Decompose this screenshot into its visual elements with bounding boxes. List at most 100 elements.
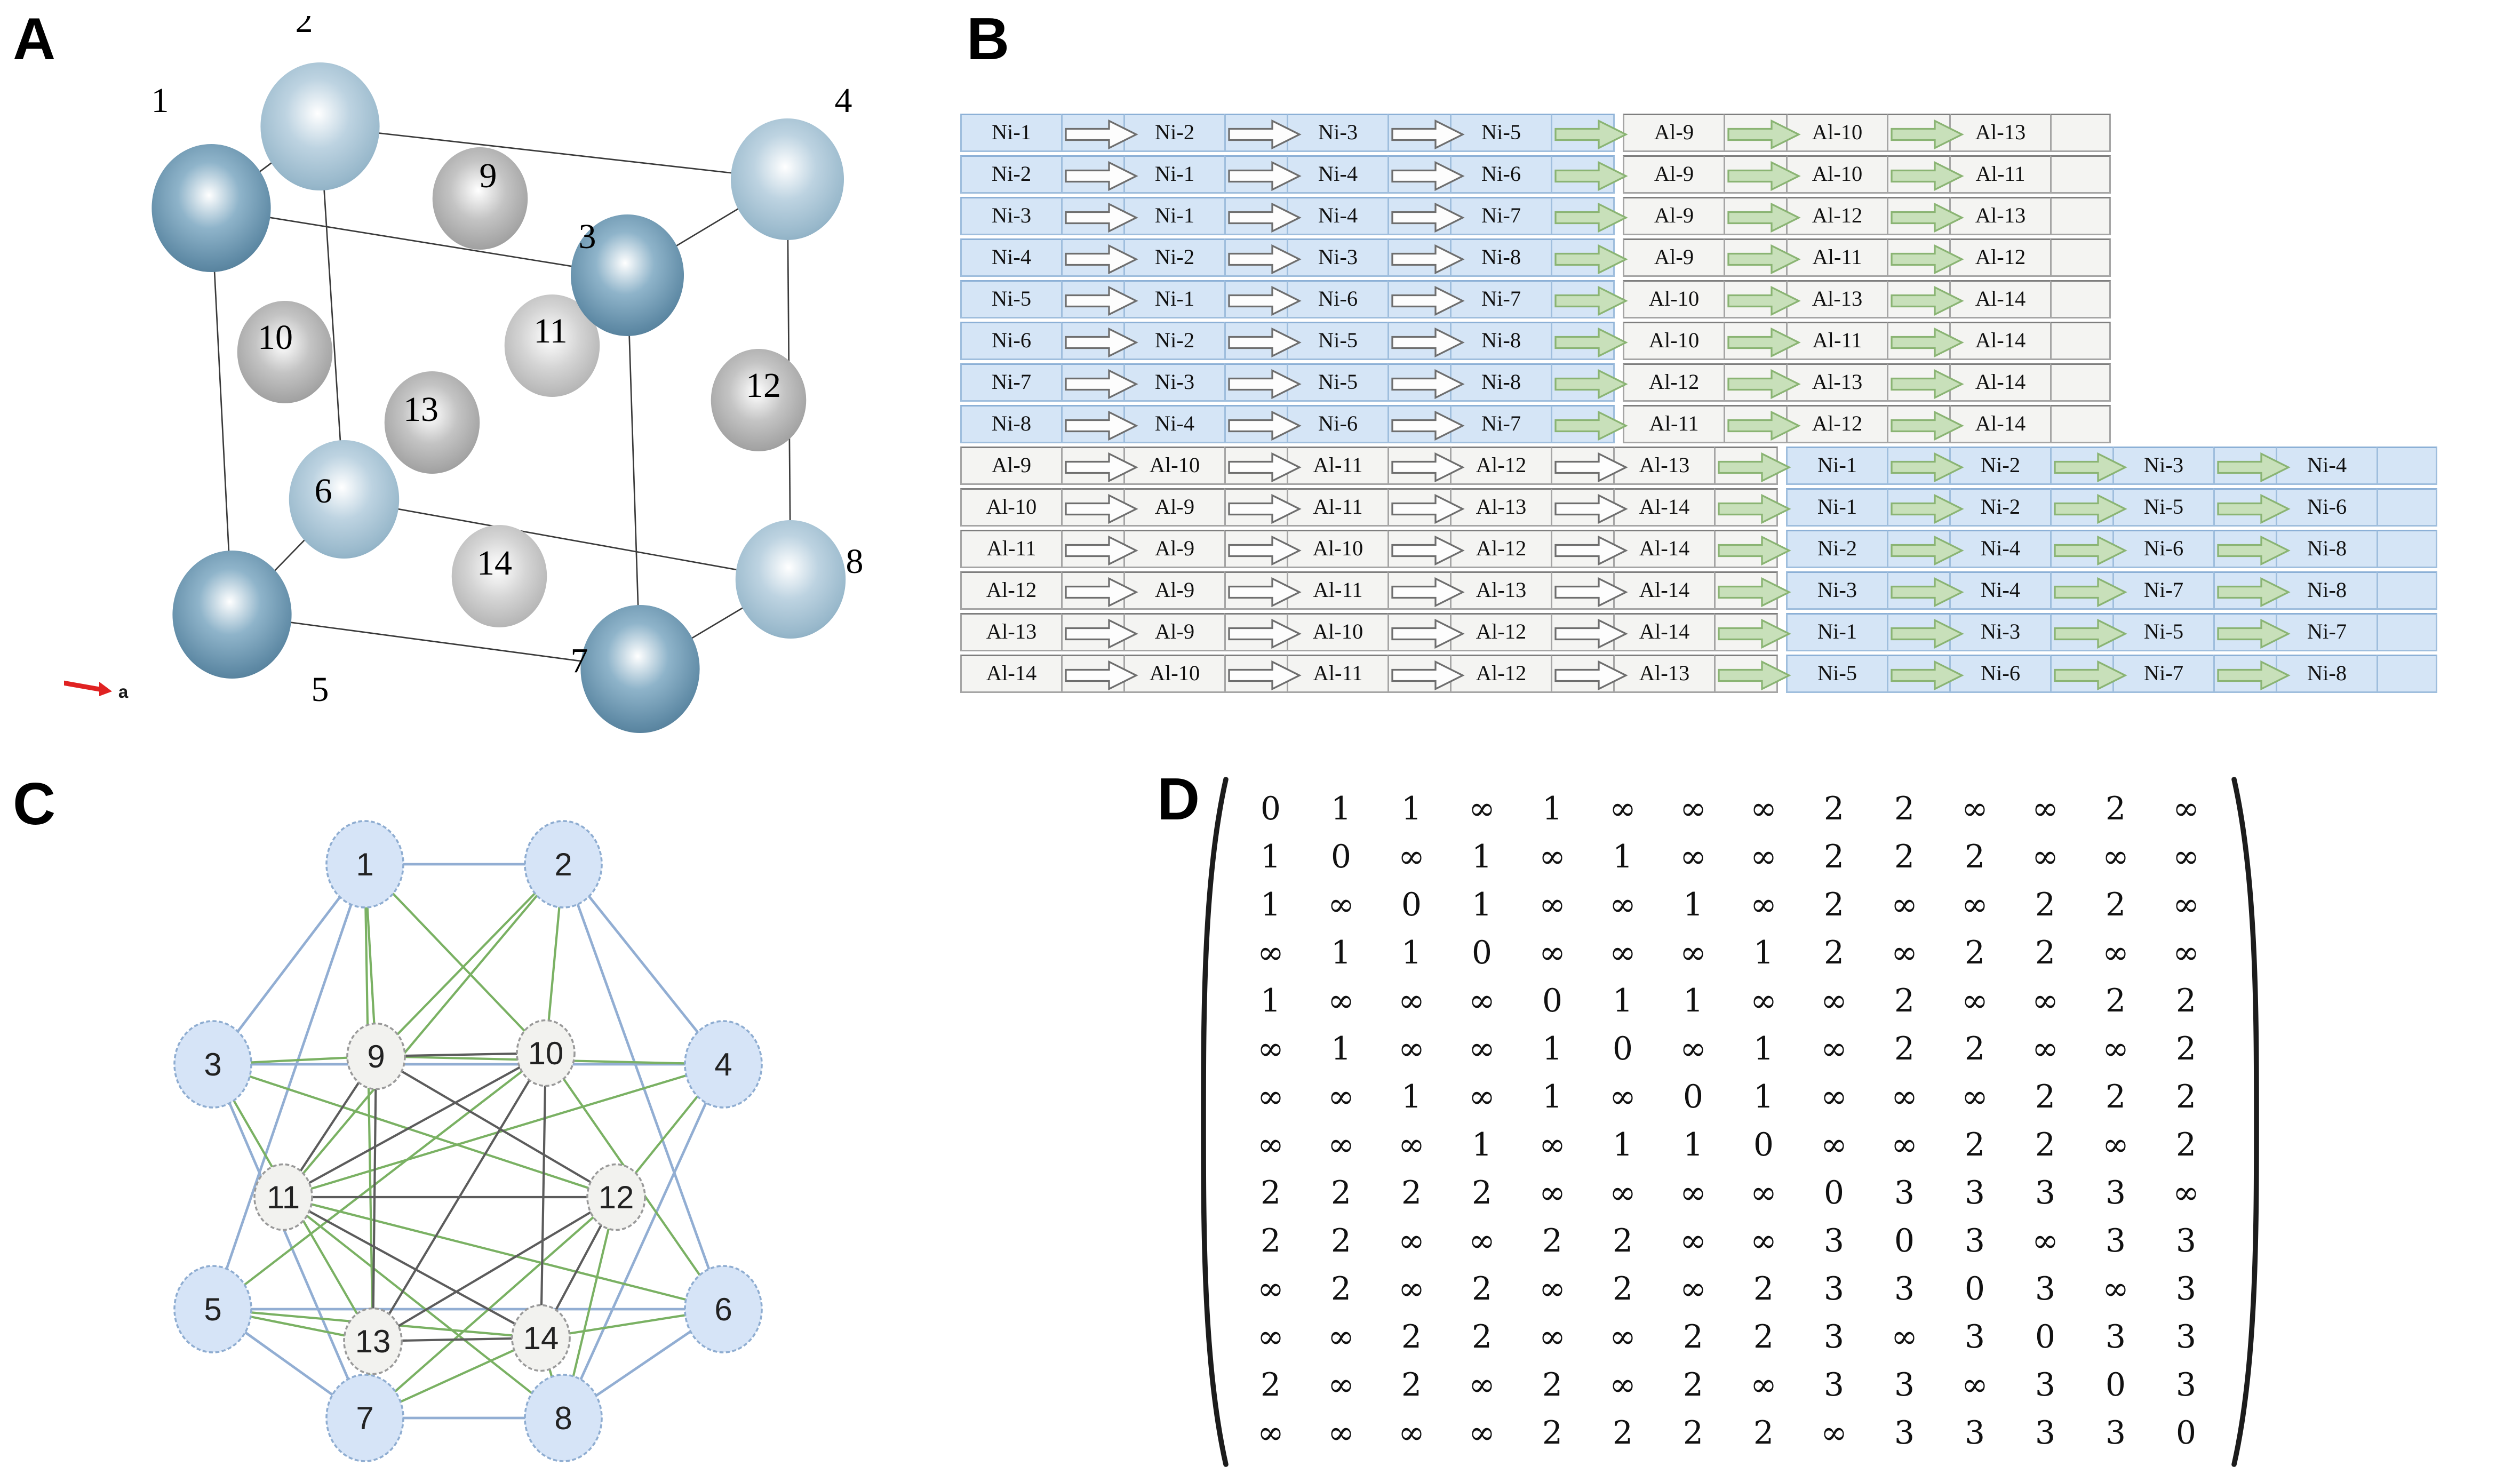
- matrix-cell: 3: [1964, 1173, 1985, 1212]
- b-cell: Ni-7: [1450, 405, 1552, 443]
- matrix-cell: ∞: [1961, 885, 1988, 923]
- matrix-cell: ∞: [1609, 1317, 1636, 1356]
- matrix-cell: ∞: [2172, 885, 2199, 923]
- matrix-cell: 1: [1260, 981, 1281, 1019]
- matrix-cell: ∞: [1468, 1221, 1495, 1260]
- matrix-cell: 2: [1964, 1125, 1985, 1164]
- atom-sphere: [711, 349, 807, 451]
- b-arrow-cell: [1887, 155, 1964, 194]
- graph-edge: [539, 1053, 547, 1338]
- matrix-cell: ∞: [1609, 885, 1636, 923]
- b-cell: Ni-2: [1949, 447, 2052, 485]
- arrow-right-icon: [1228, 327, 1302, 358]
- graph-node-label: 10: [528, 1035, 564, 1071]
- arrow-right-icon: [1065, 452, 1138, 483]
- b-trailing-cell: [2050, 114, 2111, 152]
- matrix-cell: 3: [2105, 1221, 2126, 1260]
- matrix-cell: 0: [2035, 1317, 2056, 1356]
- graph-node-label: 3: [204, 1047, 221, 1082]
- b-cell: Ni-5: [1287, 322, 1389, 360]
- matrix-cell: 3: [2105, 1413, 2126, 1452]
- graph-edge: [283, 1196, 724, 1311]
- arrow-right-green-icon: [2217, 452, 2291, 483]
- graph-node: [173, 1020, 252, 1109]
- atom-sphere: [384, 371, 480, 474]
- b-arrow-cell: [1887, 655, 1964, 693]
- arrow-right-green-icon: [1891, 327, 1964, 358]
- matrix-cell: 3: [1964, 1317, 1985, 1356]
- arrow-right-icon: [1554, 618, 1628, 649]
- b-cell: Al-12: [960, 571, 1063, 610]
- b-arrow-cell: [1551, 447, 1628, 485]
- b-arrow-cell: [1387, 613, 1465, 651]
- b-trailing-cell: [2377, 655, 2437, 693]
- arrow-right-icon: [1554, 493, 1628, 524]
- b-cell: Al-9: [960, 447, 1063, 485]
- matrix-cell: ∞: [1327, 885, 1354, 923]
- arrow-right-green-icon: [1727, 119, 1801, 150]
- matrix-cell: 2: [2105, 885, 2126, 923]
- panel-c-label: C: [13, 771, 56, 837]
- matrix-cell: 2: [1401, 1173, 1422, 1212]
- arrow-right-icon: [1391, 119, 1465, 150]
- b-arrow-cell: [1224, 571, 1302, 610]
- b-arrow-cell: [1714, 447, 1791, 485]
- b-cell: Ni-5: [1287, 363, 1389, 402]
- b-arrow-cell: [1061, 655, 1138, 693]
- matrix-cell: ∞: [1891, 1125, 1918, 1164]
- b-cell: Ni-2: [1786, 530, 1888, 568]
- b-arrow-cell: [1387, 238, 1465, 277]
- bond-line: [210, 208, 233, 615]
- matrix-cell: ∞: [1257, 933, 1284, 971]
- graph-node: [511, 1304, 571, 1372]
- matrix-cell: ∞: [1891, 1317, 1918, 1356]
- b-arrow-cell: [1551, 613, 1628, 651]
- b-cell: Ni-3: [1123, 363, 1226, 402]
- arrow-right-green-icon: [1727, 369, 1801, 400]
- b-cell: Al-13: [960, 613, 1063, 651]
- b-arrow-cell: [1224, 363, 1302, 402]
- b-arrow-cell: [1724, 405, 1801, 443]
- b-cell: Al-12: [1949, 238, 2052, 277]
- atom-sphere: [172, 551, 292, 679]
- matrix-cell: ∞: [1679, 933, 1706, 971]
- graph-node: [684, 1265, 763, 1353]
- arrow-right-icon: [1065, 577, 1138, 608]
- b-trailing-cell: [2050, 197, 2111, 235]
- matrix-cell: 2: [1542, 1413, 1563, 1452]
- b-arrow-cell: [1887, 363, 1964, 402]
- matrix-cell: 0: [1964, 1269, 1985, 1308]
- matrix-cell: ∞: [1820, 1029, 1847, 1067]
- b-cell: Al-13: [1786, 280, 1888, 318]
- matrix-cell: 2: [1612, 1413, 1633, 1452]
- b-cell: Al-10: [1623, 322, 1725, 360]
- b-arrow-cell: [2050, 613, 2127, 651]
- b-cell: Al-9: [1123, 571, 1226, 610]
- b-arrow-cell: [1714, 571, 1791, 610]
- b-arrow-cell: [1551, 197, 1628, 235]
- matrix-cell: 3: [1823, 1365, 1845, 1404]
- arrow-right-icon: [1391, 493, 1465, 524]
- arrow-right-green-icon: [1891, 577, 1964, 608]
- matrix-cell: 1: [1471, 885, 1493, 923]
- matrix-cell: ∞: [2031, 981, 2059, 1019]
- matrix-cell: ∞: [2102, 837, 2129, 875]
- arrow-right-icon: [1065, 285, 1138, 316]
- matrix-cell: 2: [1753, 1269, 1774, 1308]
- matrix-cell: 3: [2035, 1413, 2056, 1452]
- arrow-right-icon: [1554, 535, 1628, 566]
- matrix-cell: 3: [2175, 1317, 2197, 1356]
- matrix-cell: 1: [1330, 933, 1352, 971]
- matrix-cell: 3: [1894, 1173, 1915, 1212]
- graph-edge: [562, 864, 725, 1310]
- b-cell: Al-9: [1123, 488, 1226, 527]
- arrow-right-icon: [1391, 577, 1465, 608]
- matrix-cell: ∞: [1257, 1269, 1284, 1308]
- matrix-cell: 2: [1682, 1365, 1704, 1404]
- matrix-cell: ∞: [1468, 1077, 1495, 1116]
- graph-edge: [282, 1196, 542, 1339]
